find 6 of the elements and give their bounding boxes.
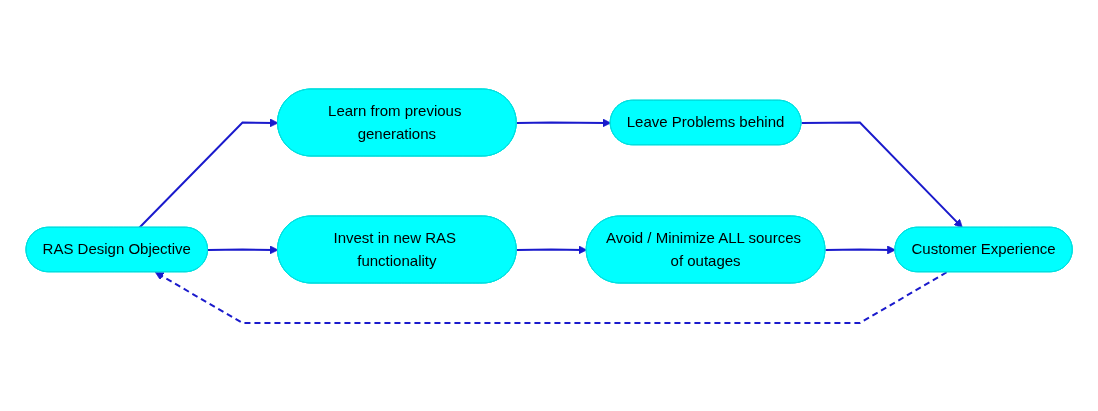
arrow — [154, 270, 948, 324]
arrow — [824, 245, 896, 254]
arrow — [515, 245, 587, 254]
arrow — [206, 245, 279, 254]
arrow — [515, 118, 611, 127]
arrow — [800, 121, 963, 228]
